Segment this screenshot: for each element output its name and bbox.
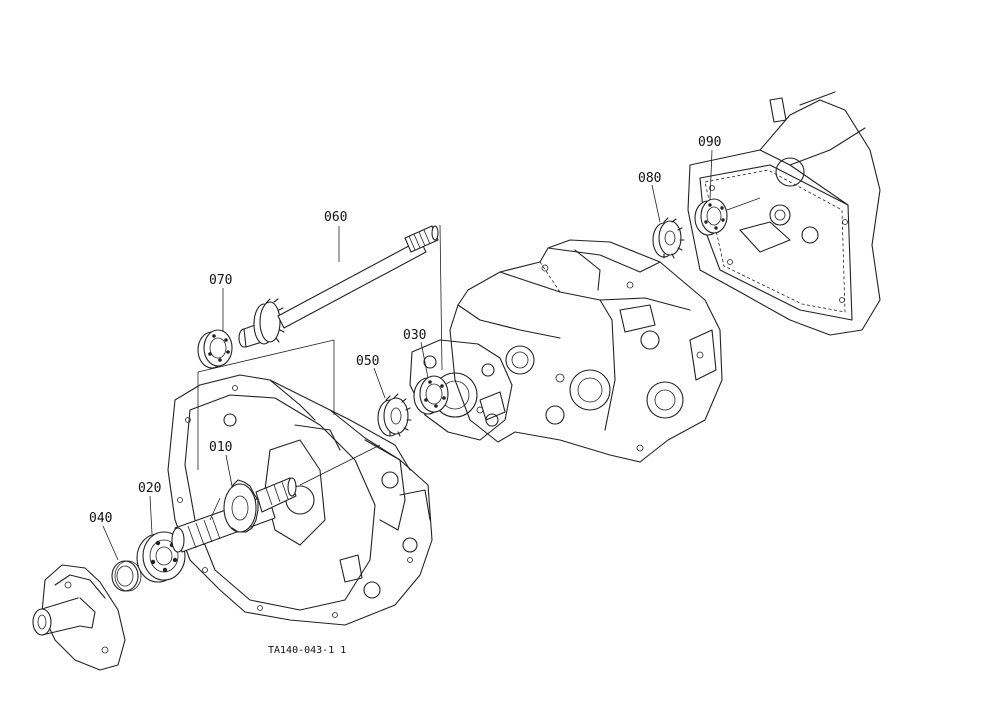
callout-010: 010	[209, 440, 232, 455]
assembly-lines	[197, 224, 443, 521]
ball-bearing-030	[413, 375, 449, 415]
rear-housing	[687, 91, 881, 336]
output-flange	[32, 564, 126, 671]
ball-bearing-070	[197, 329, 233, 369]
callout-070: 070	[209, 273, 232, 288]
leader-lines	[102, 149, 713, 561]
input-shaft-010	[171, 477, 297, 553]
callout-020: 020	[138, 481, 161, 496]
callout-060: 060	[324, 210, 347, 225]
oil-seal-040	[111, 560, 142, 592]
gear-050	[377, 393, 412, 437]
callout-030: 030	[403, 328, 426, 343]
center-housing	[449, 239, 723, 463]
callout-080: 080	[638, 171, 661, 186]
gear-080	[652, 217, 685, 259]
callout-050: 050	[356, 354, 379, 369]
callout-040: 040	[89, 511, 112, 526]
ball-bearing-090	[694, 197, 761, 236]
callout-labels: 060 070 050 030 010 020 040 080 090	[89, 135, 721, 526]
shaft-060	[238, 225, 439, 348]
drawing-code: TA140-043-1 1	[268, 645, 346, 656]
callout-090: 090	[698, 135, 721, 150]
